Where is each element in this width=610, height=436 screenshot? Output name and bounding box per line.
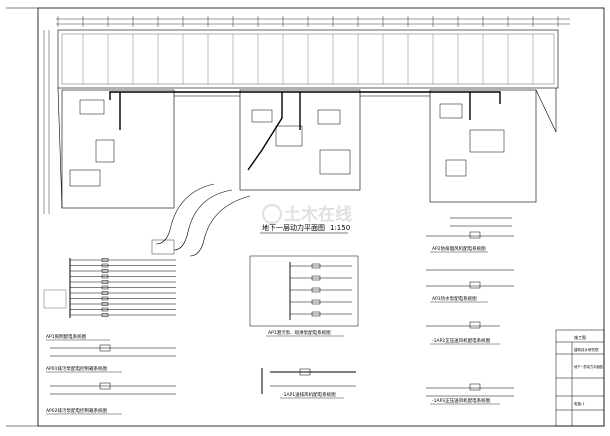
schematic-title-bottom-center: -1AP1送排风机配电系统图: [282, 391, 336, 398]
left-dimensions: [43, 30, 50, 214]
schematic-bottom-center: [261, 368, 356, 394]
title-block-company: 建筑设计研究院: [574, 347, 599, 352]
schematic-title-right-top: AP2防排烟风机配电系统图: [432, 245, 486, 252]
curved-ramp: [151, 183, 251, 257]
schematic-title-right-mid2: -1AP2正压送风机配电系统图: [432, 337, 491, 344]
plan-title: 地下一层动力平面图: [262, 223, 325, 232]
schematic-left-mid: [50, 344, 176, 357]
watermark: 土木在线 coi88.com: [262, 204, 352, 233]
schematic-title-left-top: AP1照明配电系统图: [46, 333, 87, 340]
title-block: [555, 329, 605, 427]
title-block-project: 地下一层动力平面图: [574, 364, 603, 369]
schematic-title-right-bot: -1AP3正压送风机配电系统图: [432, 397, 491, 404]
schematic-title-left-bot: AP02排污泵配电控制箱系统图: [46, 407, 108, 414]
watermark-text: 土木在线: [284, 204, 352, 225]
title-block-stage: 施工图: [574, 334, 586, 340]
top-dimensions: [56, 16, 570, 27]
schematic-title-left-mid: AP01排污泵配电控制箱系统图: [46, 365, 108, 372]
schematic-center: [249, 255, 359, 327]
watermark-sub: coi88.com: [290, 226, 321, 233]
plan-scale: 1:150: [330, 224, 350, 232]
wiring: [109, 91, 501, 171]
schematic-left: [43, 258, 176, 318]
schematic-title-right-mid1: AP3热水泵配电系统图: [432, 295, 477, 302]
equipment-blocks: [69, 99, 505, 187]
schematic-title-center: AP1潜污泵、喷淋泵配电系统图: [268, 329, 331, 336]
schematic-right: [426, 217, 514, 397]
title-block-drawing-no: 电施-1: [574, 401, 585, 406]
drawing-border: [37, 7, 605, 427]
floor-plan: [57, 29, 559, 209]
schematic-left-bot: [50, 382, 176, 395]
